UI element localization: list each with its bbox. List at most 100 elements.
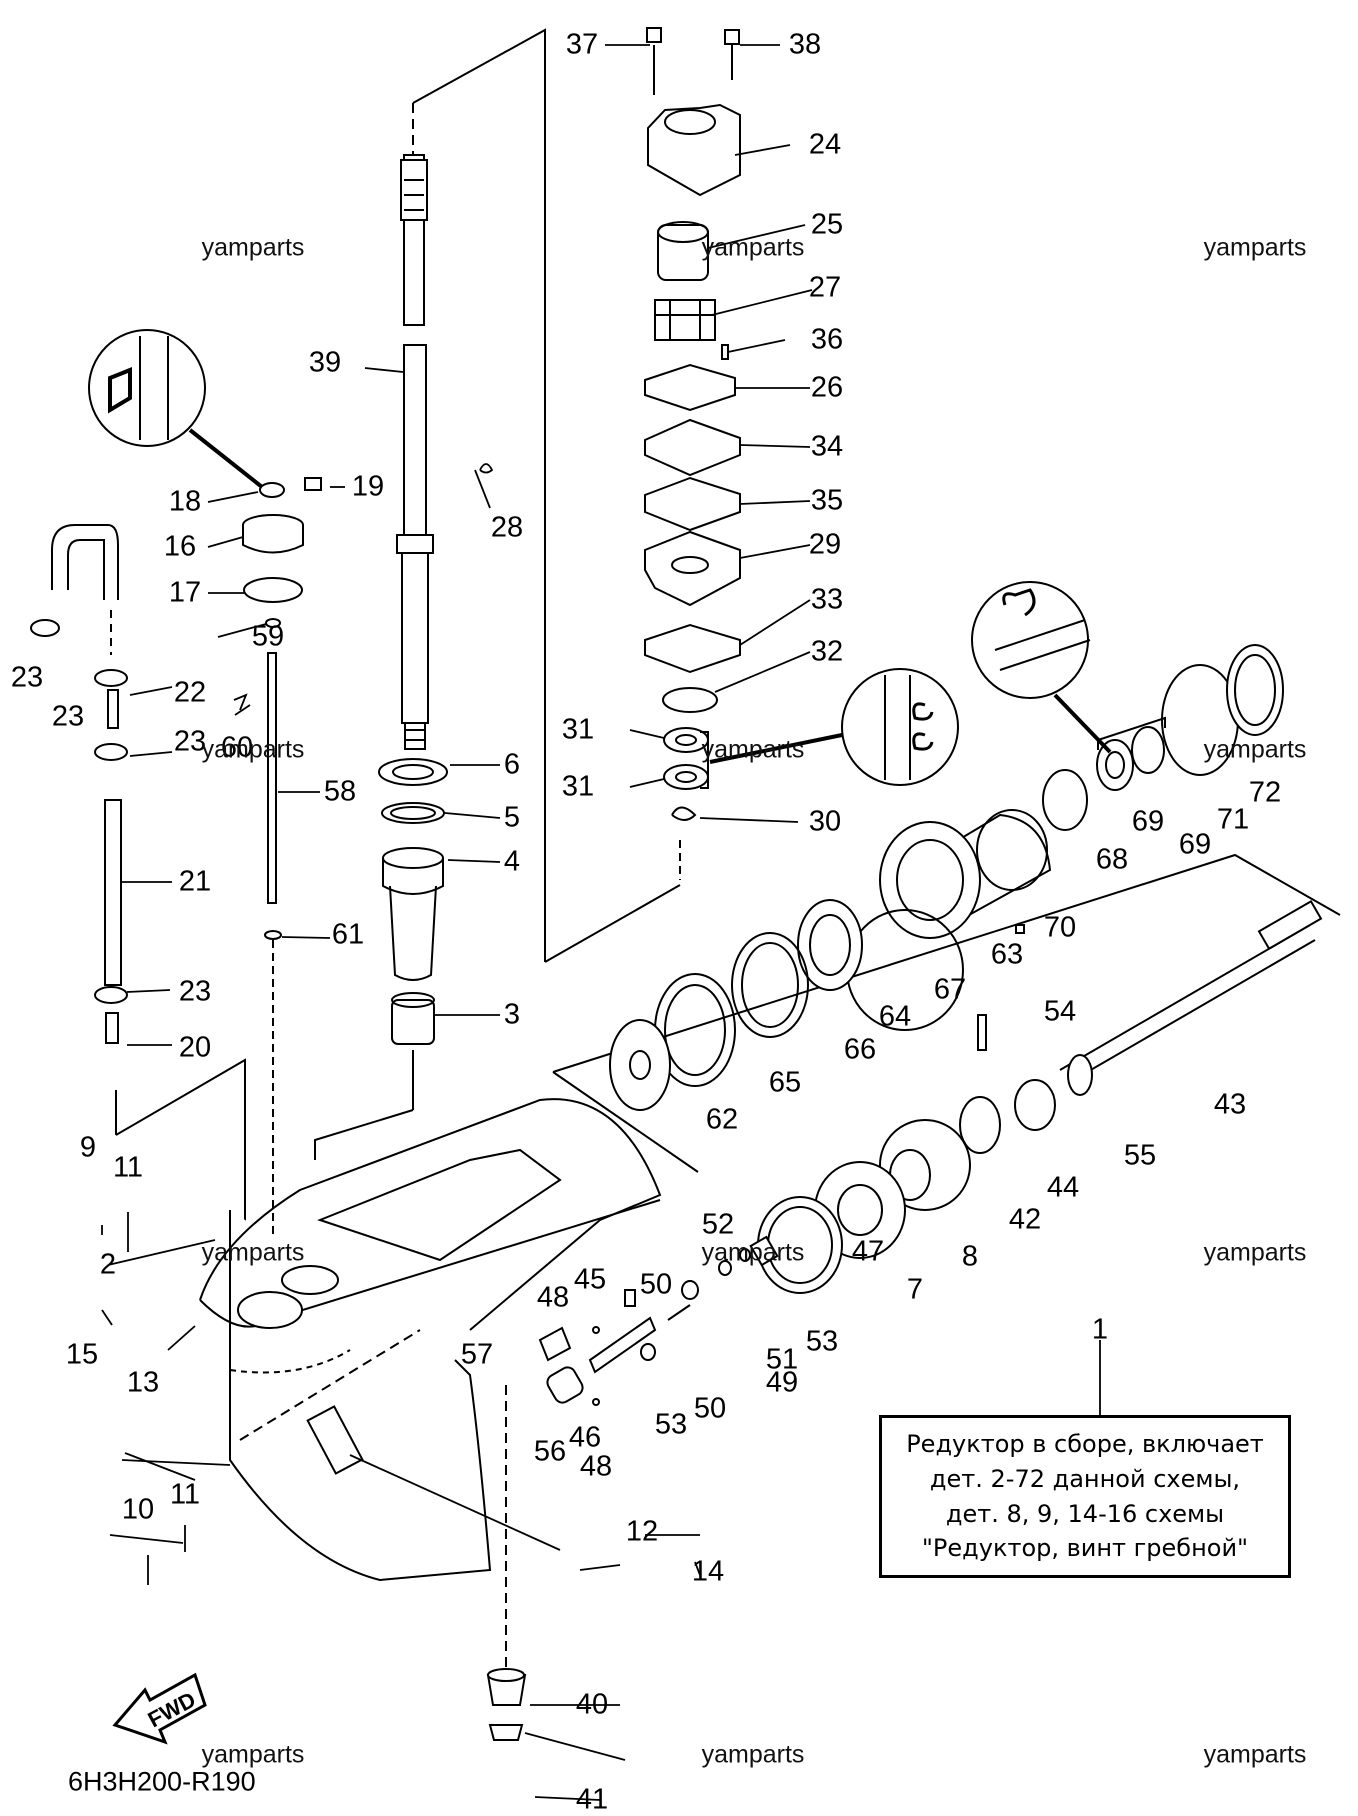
part-number-label: 15 bbox=[65, 1338, 99, 1371]
part-number-label: 22 bbox=[173, 676, 207, 709]
part-number-label: 13 bbox=[126, 1366, 160, 1399]
watermark: yamparts bbox=[201, 735, 305, 764]
part-number-label: 53 bbox=[654, 1408, 688, 1441]
part-number-label: 39 bbox=[308, 346, 342, 379]
part-number-label: 26 bbox=[810, 371, 844, 404]
part-number-label: 17 bbox=[168, 576, 202, 609]
part-number-label: 5 bbox=[503, 801, 521, 834]
part-number-label: 59 bbox=[251, 620, 285, 653]
part-number-label: 50 bbox=[639, 1268, 673, 1301]
part-number-label: 1 bbox=[1091, 1313, 1109, 1346]
part-number-label: 51 bbox=[765, 1343, 799, 1376]
part-number-label: 55 bbox=[1123, 1139, 1157, 1172]
part-number-label: 43 bbox=[1213, 1088, 1247, 1121]
bearing-housing-group bbox=[609, 644, 1284, 1111]
pinion-and-nut bbox=[486, 1385, 527, 1741]
part-number-label: 14 bbox=[691, 1555, 725, 1588]
drawing-code: 6H3H200-R190 bbox=[68, 1766, 256, 1797]
shift-rod-group bbox=[242, 477, 322, 1250]
part-number-label: 9 bbox=[79, 1131, 97, 1164]
part-number-label: 28 bbox=[490, 511, 524, 544]
watermark: yamparts bbox=[201, 233, 305, 262]
part-number-label: 23 bbox=[51, 700, 85, 733]
part-number-label: 66 bbox=[843, 1033, 877, 1066]
part-number-label: 41 bbox=[575, 1783, 609, 1816]
part-number-label: 70 bbox=[1043, 911, 1077, 944]
part-number-label: 48 bbox=[579, 1450, 613, 1483]
part-number-label: 47 bbox=[851, 1235, 885, 1268]
fwd-arrow bbox=[112, 1672, 207, 1745]
watermark: yamparts bbox=[701, 735, 805, 764]
part-number-label: 45 bbox=[573, 1263, 607, 1296]
info-line: "Редуктор, винт гребной" bbox=[921, 1534, 1249, 1563]
part-number-label: 44 bbox=[1046, 1171, 1080, 1204]
part-number-label: 68 bbox=[1095, 843, 1129, 876]
part-number-label: 64 bbox=[878, 1000, 912, 1033]
watermark: yamparts bbox=[1203, 1740, 1307, 1769]
part-number-label: 52 bbox=[701, 1208, 735, 1241]
part-number-label: 6 bbox=[503, 748, 521, 781]
part-number-label: 12 bbox=[625, 1515, 659, 1548]
part-number-label: 60 bbox=[220, 731, 254, 764]
part-number-label: 23 bbox=[10, 661, 44, 694]
part-number-label: 71 bbox=[1216, 803, 1250, 836]
propeller-shaft-group bbox=[757, 899, 1323, 1294]
part-number-label: 37 bbox=[565, 28, 599, 61]
leader-lines bbox=[101, 44, 1101, 1801]
watermark: yamparts bbox=[201, 1238, 305, 1267]
watermark: yamparts bbox=[1203, 233, 1307, 262]
info-line: дет. 8, 9, 14-16 схемы bbox=[945, 1499, 1225, 1528]
part-number-label: 20 bbox=[178, 1031, 212, 1064]
part-number-label: 49 bbox=[765, 1366, 799, 1399]
part-number-label: 31 bbox=[561, 713, 595, 746]
part-number-label: 32 bbox=[810, 635, 844, 668]
part-number-label: 11 bbox=[112, 1151, 144, 1184]
part-number-label: 61 bbox=[331, 918, 365, 951]
part-number-label: 23 bbox=[173, 725, 207, 758]
frame-lines bbox=[115, 28, 1341, 1310]
part-number-label: 27 bbox=[808, 271, 842, 304]
part-number-label: 8 bbox=[961, 1240, 979, 1273]
detail-callouts bbox=[88, 329, 1166, 786]
part-number-label: 42 bbox=[1008, 1203, 1042, 1236]
water-pump-stack bbox=[644, 27, 741, 880]
part-number-label: 54 bbox=[1043, 995, 1077, 1028]
watermark: yamparts bbox=[1203, 1238, 1307, 1267]
part-number-label: 10 bbox=[121, 1493, 155, 1526]
part-number-label: 65 bbox=[768, 1066, 802, 1099]
part-number-label: 2 bbox=[99, 1248, 117, 1281]
info-line: дет. 2-72 данной схемы, bbox=[929, 1464, 1241, 1493]
part-number-label: 11 bbox=[169, 1478, 201, 1511]
drive-shaft bbox=[396, 154, 434, 750]
part-number-label: 57 bbox=[460, 1338, 494, 1371]
watermark: yamparts bbox=[1203, 735, 1307, 764]
part-number-label: 46 bbox=[568, 1421, 602, 1454]
sleeve-and-bearings bbox=[378, 758, 448, 1045]
part-number-label: 72 bbox=[1248, 776, 1282, 809]
part-number-label: 21 bbox=[178, 865, 212, 898]
part-number-label: 25 bbox=[810, 208, 844, 241]
part-number-label: 7 bbox=[906, 1273, 924, 1306]
part-number-label: 40 bbox=[575, 1688, 609, 1721]
info-line: Редуктор в сборе, включает bbox=[906, 1429, 1264, 1458]
part-number-label: 33 bbox=[810, 583, 844, 616]
part-number-label: 23 bbox=[178, 975, 212, 1008]
part-number-label: 69 bbox=[1178, 828, 1212, 861]
water-tube-group bbox=[30, 524, 128, 1044]
part-number-label: 69 bbox=[1131, 805, 1165, 838]
part-number-label: 4 bbox=[503, 845, 521, 878]
part-number-label: 38 bbox=[788, 28, 822, 61]
watermark: yamparts bbox=[701, 233, 805, 262]
watermark: yamparts bbox=[701, 1740, 805, 1769]
assembly-info-box: Редуктор в сборе, включает дет. 2-72 дан… bbox=[879, 1415, 1291, 1578]
part-number-label: 58 bbox=[323, 775, 357, 808]
part-number-label: 35 bbox=[810, 484, 844, 517]
part-number-label: 56 bbox=[533, 1435, 567, 1468]
part-number-label: 30 bbox=[808, 805, 842, 838]
part-number-label: 48 bbox=[536, 1281, 570, 1314]
part-number-label: 19 bbox=[351, 470, 385, 503]
shift-plunger-parts bbox=[538, 1235, 779, 1406]
part-number-label: 18 bbox=[168, 485, 202, 518]
gear-case-housing bbox=[199, 1098, 662, 1582]
